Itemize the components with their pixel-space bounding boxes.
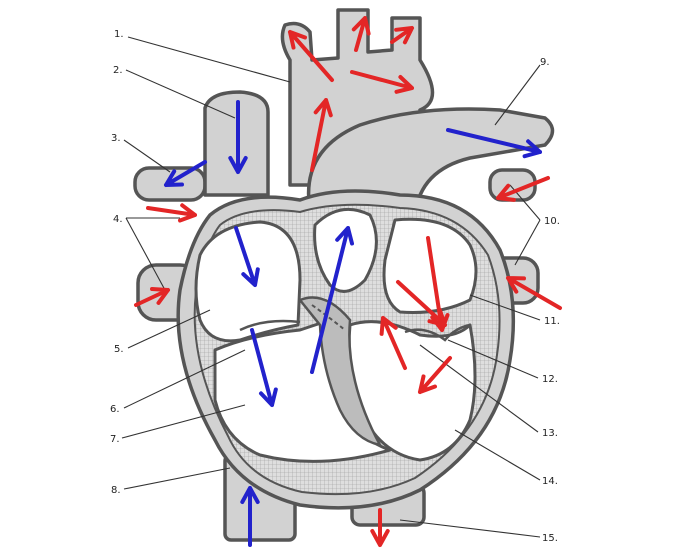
label-15: 15.	[542, 533, 558, 544]
red-arrow	[379, 316, 407, 370]
blue-arrow	[164, 160, 207, 187]
label-7: 7.	[110, 434, 120, 445]
red-arrow	[310, 98, 333, 172]
blue-arrow	[310, 226, 354, 374]
deoxygenated-arrows	[164, 100, 542, 547]
label-10: 10.	[544, 216, 560, 227]
red-arrow	[506, 276, 562, 310]
aortic-arch	[280, 8, 435, 187]
blue-arrow	[240, 486, 260, 547]
red-arrow	[496, 176, 550, 202]
label-12: 12.	[542, 374, 558, 385]
label-1: 1.	[114, 29, 124, 40]
septum	[297, 296, 383, 447]
label-8: 8.	[111, 485, 121, 496]
pulmonary-trunk	[306, 107, 555, 217]
leader-lines	[121, 36, 541, 538]
red-arrow	[146, 203, 197, 223]
red-arrow	[370, 508, 390, 547]
pulmonary-valve	[311, 304, 346, 331]
red-arrow	[288, 30, 334, 82]
label-13: 13.	[542, 428, 558, 439]
tricuspid-valve	[239, 319, 301, 332]
mitral-valve	[404, 323, 471, 342]
label-4: 4.	[113, 214, 123, 225]
label-5: 5.	[114, 344, 124, 355]
labels: 1. 2. 3. 4. 5. 6. 7. 8. 9. 10. 11. 12. 1…	[110, 29, 560, 544]
label-3: 3.	[111, 133, 121, 144]
aortic-root	[313, 207, 378, 293]
blue-arrow	[446, 128, 542, 159]
red-arrow	[396, 280, 447, 327]
label-9: 9.	[540, 57, 550, 68]
label-14: 14.	[542, 476, 558, 487]
label-6: 6.	[110, 404, 120, 415]
blue-arrow	[250, 328, 278, 407]
red-arrow	[350, 70, 414, 94]
label-2: 2.	[113, 65, 123, 76]
blue-arrow	[234, 226, 260, 287]
red-arrow	[390, 26, 414, 45]
red-arrow	[134, 287, 170, 307]
blue-arrow	[228, 100, 248, 174]
red-arrow	[351, 16, 371, 52]
right-atrium	[194, 220, 302, 343]
oxygenated-arrows	[134, 16, 562, 547]
label-11: 11.	[544, 316, 560, 327]
red-arrow	[418, 356, 452, 394]
